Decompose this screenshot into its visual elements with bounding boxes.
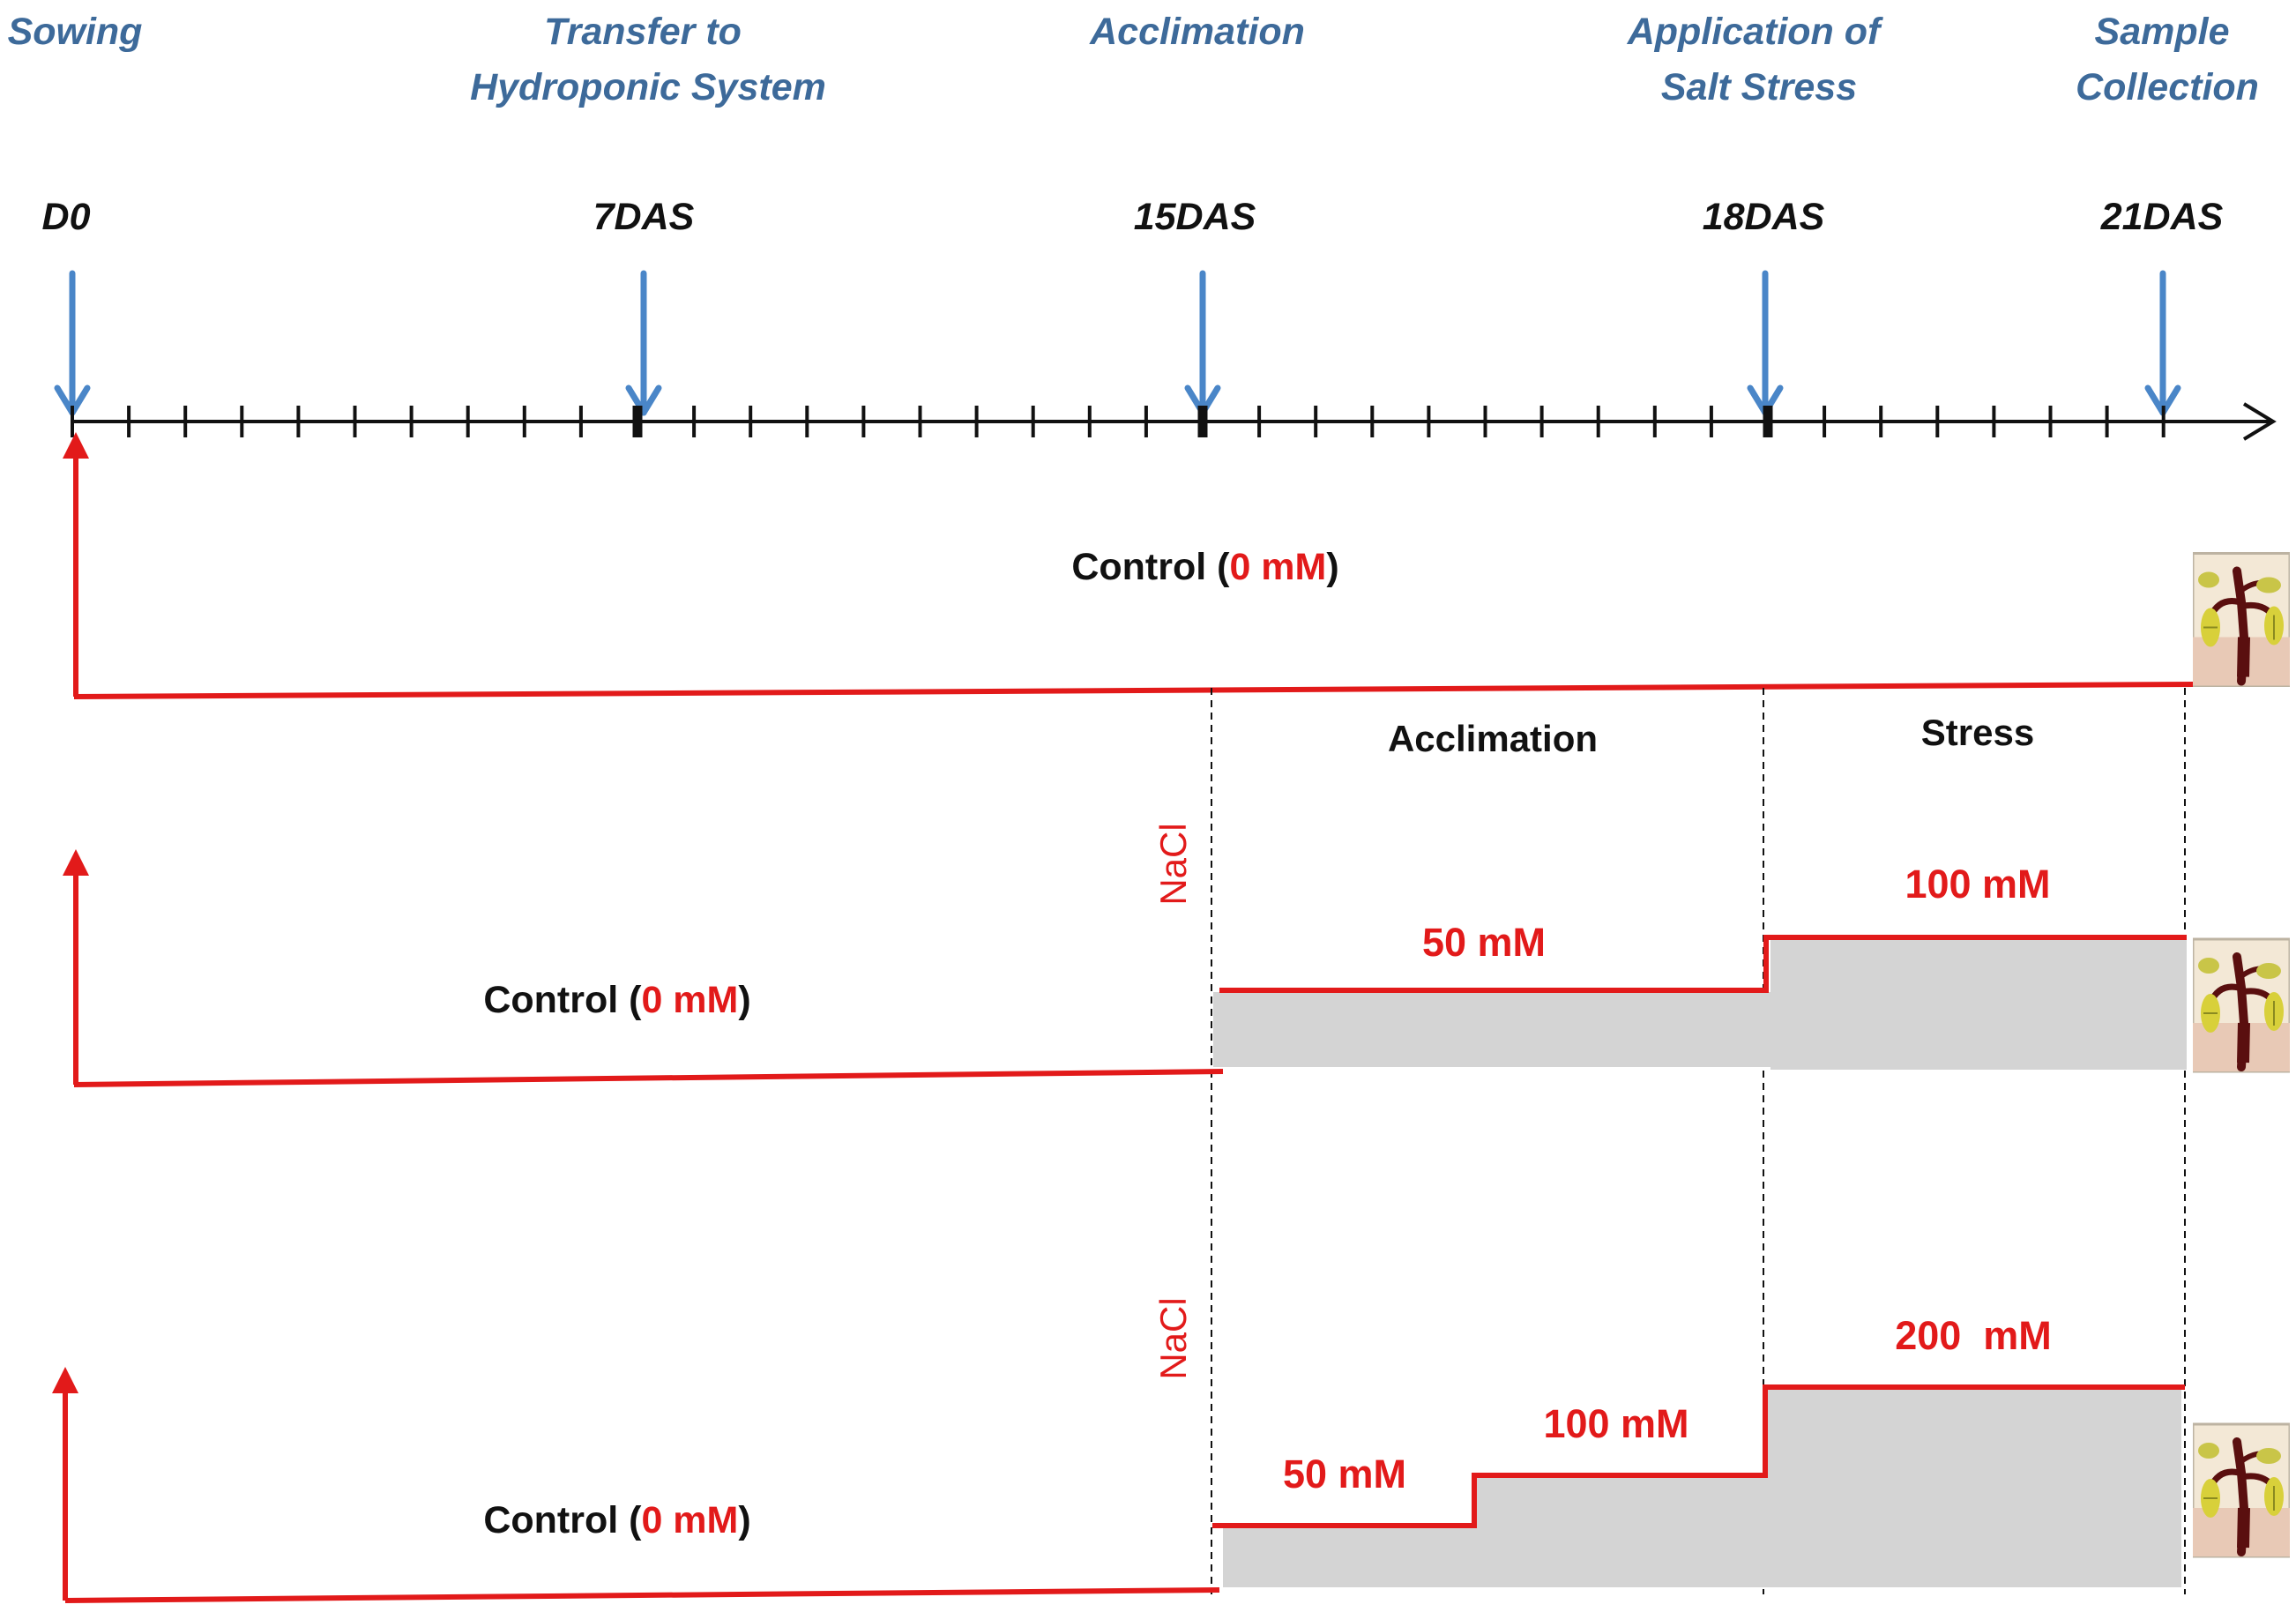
stage-title-salt-stress: Application of Salt Stress (1627, 11, 1891, 108)
down-arrow-icon (1747, 270, 1784, 416)
wilting-plant-icon (2193, 939, 2290, 1071)
salt-level-line (1212, 1384, 2185, 1528)
concentration-label: 50 mM (1422, 920, 1546, 965)
treatment-fill (1770, 937, 2187, 1070)
day-label-21das: 21DAS (2100, 196, 2224, 238)
concentration-label: 50 mM (1283, 1452, 1406, 1496)
salt-level-line (73, 1069, 1224, 1087)
stage-titles: Sowing Transfer to Hydroponic System Acc… (8, 11, 2259, 108)
salt-level-line (1219, 935, 2187, 993)
day-labels: D0 7DAS 15DAS 18DAS 21DAS (42, 196, 2224, 238)
treatment-row-200mm: Control (0 mM) NaCl 50 mM 100 mM 200 mM (52, 1297, 2290, 1603)
stage-title-transfer: Transfer to Hydroponic System (470, 11, 826, 108)
stage-title-sowing: Sowing (8, 11, 143, 53)
treatment-fill (1213, 992, 1770, 1067)
down-arrow-icon (2144, 270, 2181, 416)
down-arrow-icon (54, 270, 91, 416)
nacl-axis-label: NaCl (1152, 1297, 1194, 1379)
timeline-ticks (71, 406, 2166, 437)
wilting-plant-icon (2193, 554, 2290, 686)
control-label: Control (0 mM) (483, 979, 750, 1021)
timeline-axis (71, 402, 2277, 441)
treatment-fill (1474, 1475, 1765, 1587)
stage-title-sample-collection: Sample Collection (2076, 11, 2259, 108)
phase-label-acclimation: Acclimation (1388, 718, 1598, 759)
control-label: Control (0 mM) (1071, 546, 1338, 588)
stage-title-acclimation: Acclimation (1089, 11, 1305, 53)
wilting-plant-icon (2193, 1424, 2290, 1556)
nacl-axis-label: NaCl (1152, 823, 1194, 905)
day-label-d0: D0 (42, 196, 91, 238)
concentration-label: 100 mM (1543, 1401, 1688, 1446)
day-arrows (54, 270, 2181, 416)
phase-label-stress: Stress (1921, 712, 2034, 753)
day-label-15das: 15DAS (1134, 196, 1256, 238)
control-baseline (73, 682, 2195, 699)
treatment-fill (1765, 1387, 2181, 1587)
day-label-18das: 18DAS (1703, 196, 1825, 238)
concentration-label: 100 mM (1905, 862, 2050, 907)
timeline-arrowhead-icon (2242, 402, 2277, 441)
salt-level-line (64, 1587, 1220, 1603)
concentration-label: 200 mM (1895, 1313, 2052, 1358)
down-arrow-icon (1184, 270, 1221, 416)
control-label: Control (0 mM) (483, 1499, 750, 1541)
down-arrow-icon (625, 270, 662, 416)
day-label-7das: 7DAS (593, 196, 695, 238)
treatment-fill (1223, 1526, 1474, 1587)
treatment-row-100mm: Control (0 mM) NaCl 50 mM 100 mM (63, 823, 2290, 1087)
treatment-row-control: Control (0 mM) (63, 432, 2290, 699)
